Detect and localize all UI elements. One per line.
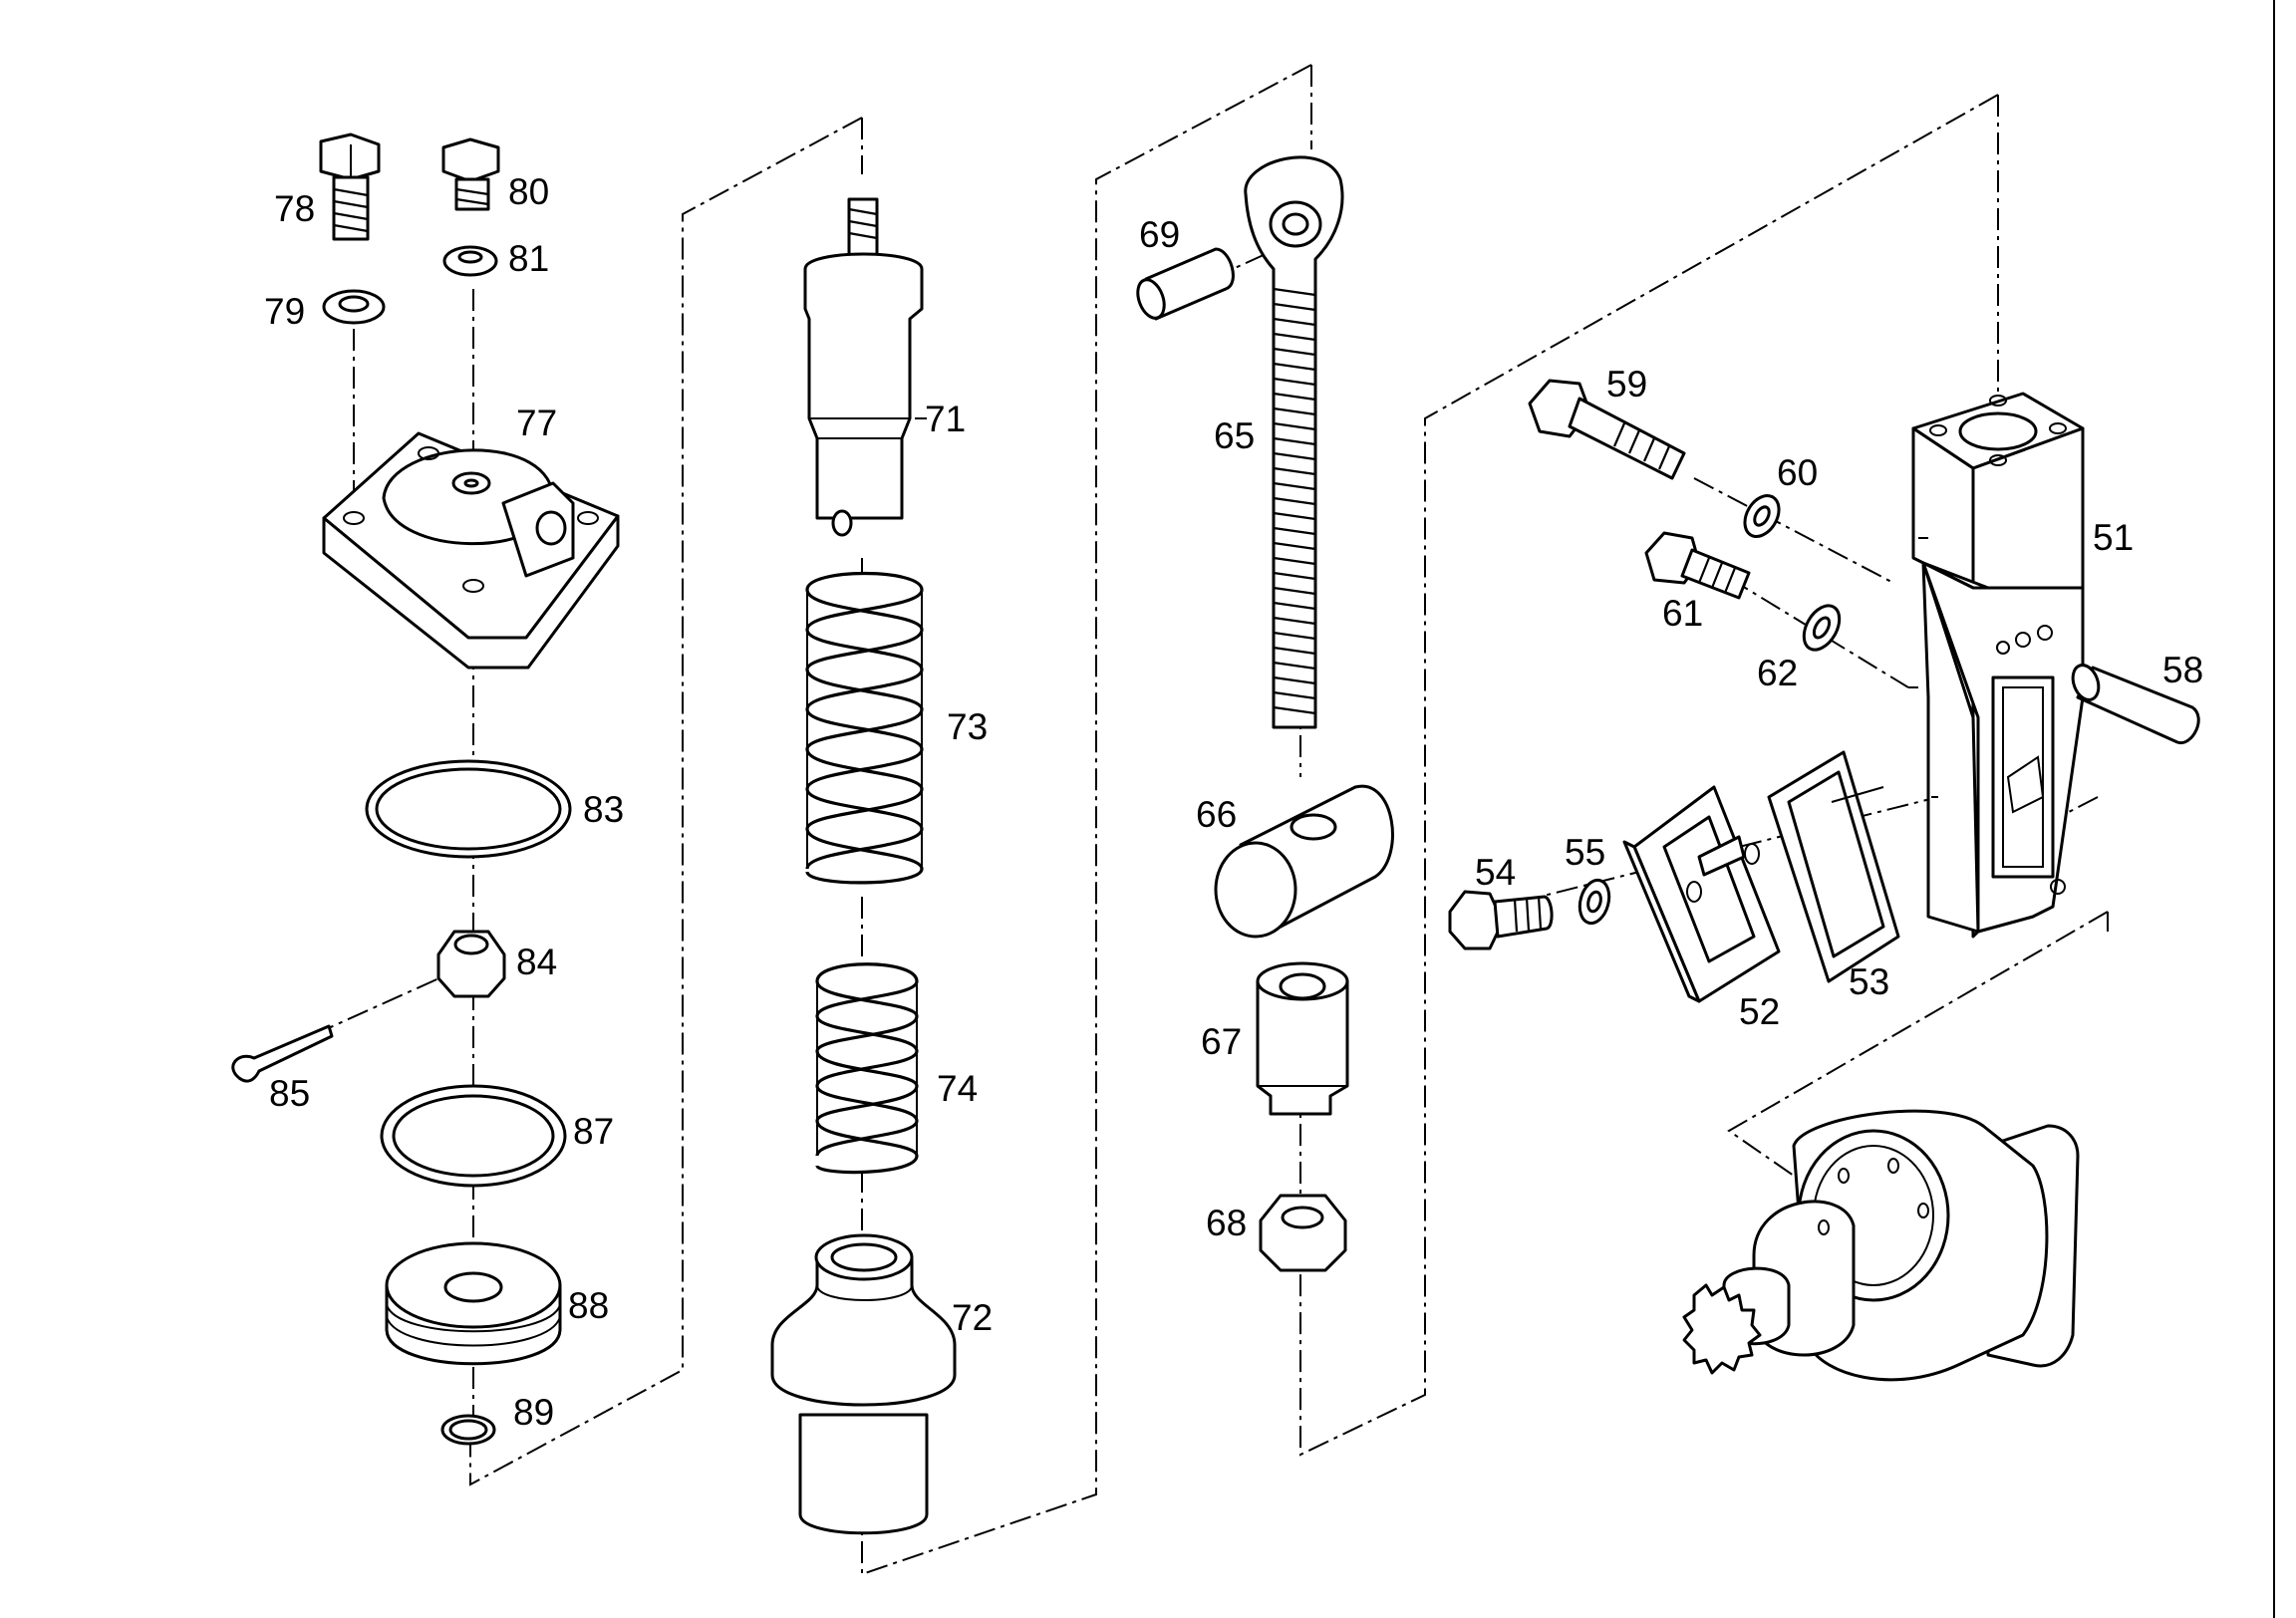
callout-67: 67: [1201, 1021, 1242, 1062]
part-61-bolt: [1644, 531, 1751, 600]
part-69-pin: [1136, 247, 1235, 321]
callout-84: 84: [516, 942, 557, 982]
part-72-guide: [770, 1233, 957, 1535]
part-71-piston: [803, 197, 924, 537]
callout-72: 72: [952, 1297, 993, 1338]
callout-77: 77: [516, 403, 557, 443]
part-62-washer: [1802, 604, 1842, 652]
part-73-large-spring: [805, 571, 924, 885]
callout-83: 83: [583, 789, 624, 830]
part-78-hex-bolt: [319, 133, 381, 241]
part-80-hex-plug: [441, 137, 500, 211]
assembly-frame-lines: [469, 64, 2109, 1576]
part-58-pin: [2071, 664, 2200, 744]
part-79-washer: [322, 289, 386, 325]
part-53-gasket: [1767, 750, 1900, 983]
part-66-cylinder-block: [1214, 784, 1394, 939]
part-55-washer: [1578, 878, 1611, 926]
part-81-washer: [442, 245, 498, 277]
callout-78: 78: [274, 188, 315, 229]
callout-59: 59: [1606, 364, 1647, 404]
callout-88: 88: [568, 1285, 609, 1326]
callout-54: 54: [1475, 852, 1516, 893]
callout-73: 73: [947, 706, 988, 747]
part-65-threaded-rod: [1244, 155, 1344, 729]
callout-74: 74: [937, 1068, 978, 1109]
callout-80: 80: [508, 171, 549, 212]
part-67-sleeve: [1256, 961, 1349, 1116]
callout-87: 87: [573, 1111, 614, 1152]
callout-58: 58: [2162, 650, 2203, 690]
callout-68: 68: [1206, 1203, 1247, 1243]
callout-53: 53: [1849, 961, 1889, 1002]
callout-60: 60: [1777, 452, 1818, 493]
part-54-bolt: [1448, 890, 1554, 950]
part-59-bolt: [1528, 379, 1686, 480]
callout-51: 51: [2093, 517, 2134, 558]
part-87-ring: [380, 1084, 567, 1188]
callout-66: 66: [1196, 794, 1237, 835]
part-88-seal: [385, 1241, 562, 1366]
callout-69: 69: [1139, 214, 1180, 255]
callout-81: 81: [508, 238, 549, 279]
callout-61: 61: [1662, 593, 1703, 634]
callout-52: 52: [1739, 991, 1780, 1032]
part-89-small-ring: [440, 1414, 496, 1446]
part-84-castle-nut: [436, 930, 506, 998]
motor-gear-subassembly: [1682, 1109, 2080, 1382]
callout-89: 89: [513, 1392, 554, 1433]
part-85-cotter-pin: [231, 1024, 334, 1083]
callout-85: 85: [269, 1073, 310, 1114]
part-83-o-ring: [365, 759, 572, 859]
part-68-nut: [1259, 1194, 1347, 1272]
callout-71: 71: [925, 399, 966, 439]
part-74-small-spring: [815, 962, 919, 1175]
callout-55: 55: [1565, 832, 1605, 873]
callout-65: 65: [1214, 415, 1255, 456]
part-77-cover: [322, 431, 620, 670]
part-60-washer: [1743, 494, 1781, 538]
part-52-cover-plate: [1622, 785, 1781, 1003]
leader-lines: [915, 417, 1938, 803]
callout-79: 79: [264, 291, 305, 332]
part-51-bracket-housing: [1911, 392, 2085, 939]
callout-labels: 78 79 80 81 77 83 84 85 87 88 89 71 73 7…: [264, 171, 2203, 1433]
callout-62: 62: [1757, 653, 1798, 693]
